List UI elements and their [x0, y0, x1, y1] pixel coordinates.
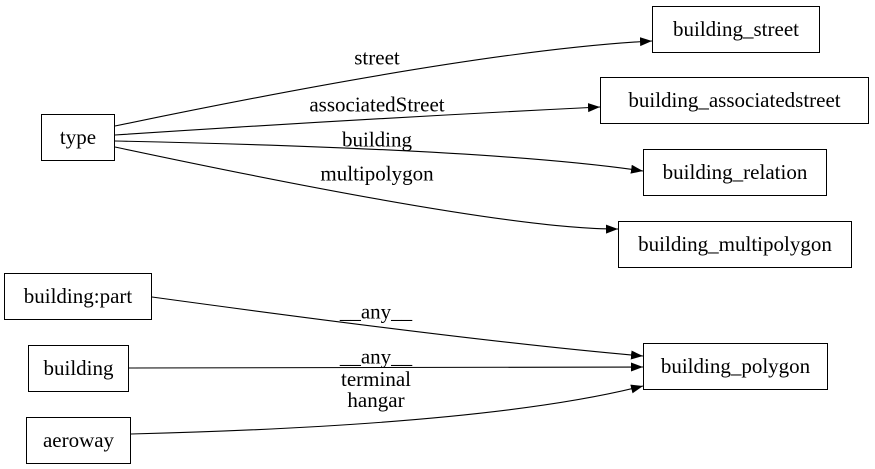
node-aeroway: aeroway [26, 417, 131, 464]
node-type: type [41, 114, 115, 161]
edge-type-to-building-street [114, 37, 653, 127]
edge-label-type-to-building-relation: building [341, 127, 413, 152]
edge-building-to-building-polygon [128, 362, 644, 372]
node-building-multipolygon: building_multipolygon [618, 221, 852, 268]
node-building-relation: building_relation [643, 149, 827, 196]
edge-type-to-building-multipolygon [114, 146, 619, 234]
edge-aeroway-to-building-polygon [130, 384, 644, 435]
edge-label-aeroway-to-building-polygon: terminal hangar [341, 367, 411, 412]
node-building-polygon: building_polygon [643, 343, 828, 390]
node-building: building [28, 345, 129, 392]
edge-label-type-to-building-associatedstreet: associatedStreet [309, 92, 445, 117]
edge-label-building-to-building-polygon: __any__ [339, 344, 413, 369]
edge-label-type-to-building-multipolygon: multipolygon [320, 161, 434, 186]
edge-label-type-to-building-street: street [354, 45, 400, 70]
edge-type-to-building-relation [114, 140, 644, 174]
node-building-street: building_street [652, 6, 820, 53]
node-building-associatedstreet: building_associatedstreet [600, 77, 869, 124]
edge-building-part-to-building-polygon [151, 296, 644, 360]
node-building-part: building:part [4, 273, 152, 320]
edge-label-building-part-to-building-polygon: __any__ [339, 299, 413, 324]
edge-type-to-building-associatedstreet [114, 103, 601, 136]
